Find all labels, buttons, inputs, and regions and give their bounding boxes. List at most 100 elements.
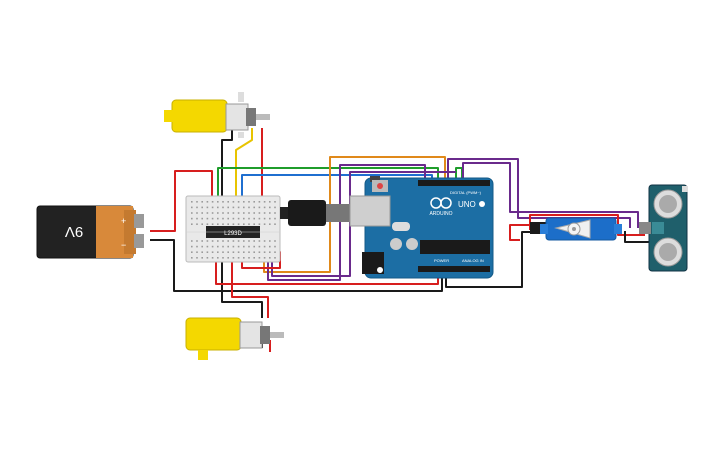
wire-battery-negative[interactable]: [150, 239, 443, 292]
breadboard-hole: [227, 257, 229, 259]
breadboard-hole: [201, 201, 203, 203]
breadboard-hole: [191, 223, 193, 225]
dc-motor-top[interactable]: [164, 92, 270, 138]
breadboard-hole: [269, 201, 271, 203]
breadboard-hole: [237, 257, 240, 259]
breadboard-hole: [237, 223, 240, 225]
wire-purple-c[interactable]: [271, 171, 456, 277]
breadboard-hole: [232, 251, 235, 253]
breadboard-hole: [222, 240, 224, 242]
breadboard-hole: [206, 206, 209, 209]
breadboard-hole: [253, 201, 255, 203]
breadboard-hole: [211, 251, 214, 253]
breadboard-hole: [237, 212, 240, 214]
wire-top-motor-yellow[interactable]: [235, 128, 253, 196]
breadboard-hole: [201, 223, 203, 225]
breadboard-hole: [196, 251, 198, 253]
breadboard-hole: [274, 245, 276, 248]
breadboard-hole: [227, 245, 229, 248]
battery-9v[interactable]: 9V + −: [36, 205, 144, 259]
breadboard-hole: [232, 245, 235, 248]
breadboard-hole: [196, 245, 198, 248]
breadboard-hole: [258, 217, 261, 220]
dc-motor-bottom[interactable]: [185, 317, 284, 360]
breadboard-holes: [191, 201, 276, 259]
breadboard-hole: [274, 212, 276, 214]
breadboard-hole: [269, 212, 271, 214]
breadboard-hole: [269, 240, 271, 242]
wire-battery-positive[interactable]: [150, 170, 213, 232]
breadboard-hole: [191, 251, 193, 253]
breadboard-hole: [232, 257, 235, 259]
wire-servo-red[interactable]: [509, 224, 545, 241]
wire-bottom-red[interactable]: [231, 262, 269, 318]
breadboard-hole: [201, 245, 203, 248]
breadboard-hole: [227, 251, 229, 253]
ultrasonic-sensor[interactable]: [639, 184, 688, 272]
breadboard-hole: [217, 206, 219, 209]
wire-green[interactable]: [217, 167, 439, 196]
breadboard-hole: [263, 212, 266, 214]
breadboard-hole: [274, 206, 276, 209]
breadboard-hole: [206, 245, 209, 248]
breadboard-hole: [227, 240, 229, 242]
breadboard-hole: [232, 212, 235, 214]
breadboard-hole: [196, 201, 198, 203]
breadboard-hole: [263, 240, 266, 242]
wire-top-motor-black[interactable]: [221, 128, 233, 196]
wire-sensor-purple[interactable]: [462, 162, 639, 228]
breadboard-hole: [201, 217, 203, 220]
wire-bottom-black-a[interactable]: [221, 262, 263, 318]
breadboard-hole: [243, 245, 245, 248]
wire-purple-b[interactable]: [447, 158, 631, 228]
breadboard-hole: [206, 257, 209, 259]
breadboard-hole: [201, 240, 203, 242]
servo-motor[interactable]: [530, 217, 622, 241]
breadboard-hole: [196, 212, 198, 214]
wire-servo-black[interactable]: [445, 231, 545, 288]
breadboard-hole: [248, 245, 250, 248]
breadboard-hole: [269, 257, 271, 259]
breadboard-hole: [248, 201, 250, 203]
breadboard-hole: [258, 240, 261, 242]
breadboard-hole: [232, 223, 235, 225]
breadboard-hole: [206, 240, 209, 242]
breadboard-hole: [253, 217, 255, 220]
wire-purple-a[interactable]: [267, 164, 426, 281]
breadboard-hole: [211, 217, 214, 220]
breadboard-hole: [258, 223, 261, 225]
breadboard-hole: [191, 217, 193, 220]
breadboard-hole: [263, 223, 266, 225]
breadboard-hole: [227, 217, 229, 220]
breadboard-hole: [263, 206, 266, 209]
breadboard-hole: [222, 201, 224, 203]
arduino-brand: ARDUINO: [429, 211, 452, 217]
arduino-logo: [430, 197, 452, 209]
breadboard-hole: [258, 201, 261, 203]
breadboard-hole: [227, 223, 229, 225]
breadboard-hole: [206, 212, 209, 214]
breadboard-hole: [201, 206, 203, 209]
breadboard-hole: [196, 223, 198, 225]
breadboard-hole: [248, 257, 250, 259]
breadboard-hole: [258, 206, 261, 209]
breadboard-hole: [201, 251, 203, 253]
breadboard-hole: [243, 251, 245, 253]
breadboard-hole: [263, 201, 266, 203]
arduino-uno[interactable]: ARDUINO UNO DIGITAL (PWM~) POWER ANALOG …: [349, 176, 494, 279]
breadboard-hole: [274, 240, 276, 242]
breadboard-hole: [263, 251, 266, 253]
breadboard-hole: [206, 217, 209, 220]
breadboard-hole: [217, 223, 219, 225]
breadboard-hole: [263, 217, 266, 220]
breadboard[interactable]: L293D: [185, 195, 281, 263]
breadboard-hole: [232, 206, 235, 209]
breadboard-hole: [211, 201, 214, 203]
breadboard-hole: [227, 212, 229, 214]
breadboard-hole: [191, 212, 193, 214]
arduino-analog-label: ANALOG IN: [462, 258, 484, 263]
breadboard-hole: [269, 251, 271, 253]
wire-sensor-red[interactable]: [529, 214, 645, 236]
breadboard-hole: [227, 201, 229, 203]
breadboard-hole: [191, 257, 193, 259]
